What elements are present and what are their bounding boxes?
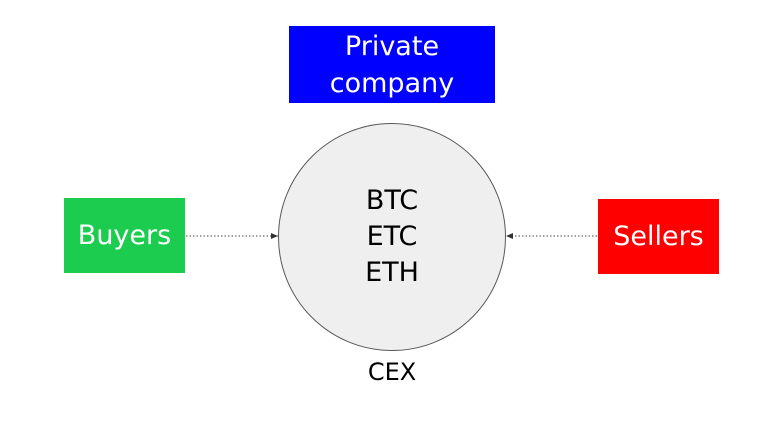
- private-company-line-1: Private: [344, 30, 440, 62]
- exchange-label: CEX: [367, 358, 417, 386]
- buyers-box: Buyers: [64, 198, 185, 273]
- asset-eth: ETH: [365, 257, 419, 288]
- asset-etc: ETC: [366, 221, 418, 252]
- buyers-label: Buyers: [77, 220, 172, 251]
- asset-btc: BTC: [365, 185, 419, 216]
- sellers-label: Sellers: [613, 221, 704, 252]
- sellers-box: Sellers: [598, 199, 719, 274]
- private-company-line-2: company: [329, 67, 455, 99]
- private-company-box: Private company: [289, 26, 495, 103]
- exchange-circle: BTC ETC ETH: [278, 123, 506, 351]
